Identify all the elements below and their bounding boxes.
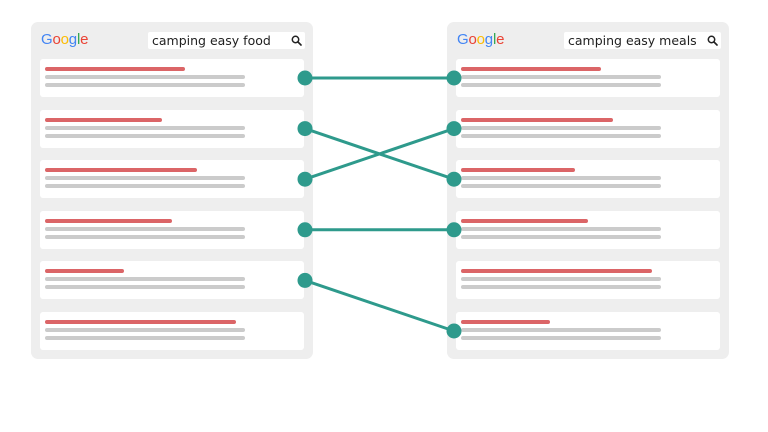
result-snippet-bar: [461, 234, 661, 239]
search-query: camping easy food: [152, 33, 271, 48]
result-title-bar: [461, 218, 588, 223]
logo-letter: G: [457, 31, 469, 48]
logo-letter: o: [468, 31, 477, 48]
result-snippet-bar: [45, 184, 245, 189]
result-card[interactable]: [40, 160, 304, 199]
result-snippet-bar: [461, 328, 661, 332]
result-snippet-bar: [461, 277, 661, 282]
result-card[interactable]: [40, 59, 304, 97]
result-snippet-bar: [45, 277, 245, 282]
logo-letter: o: [52, 31, 61, 48]
logo-letter: l: [76, 31, 81, 48]
result-snippet-bar: [461, 125, 661, 130]
result-snippet-bar: [45, 176, 245, 181]
result-card[interactable]: [40, 312, 304, 350]
result-snippet-bar: [461, 133, 661, 138]
result-title-bar: [461, 320, 550, 324]
logo-letter: g: [68, 31, 77, 48]
result-card[interactable]: [40, 109, 304, 148]
search-icon[interactable]: [291, 35, 302, 46]
google-logo: Google: [41, 31, 88, 48]
result-card[interactable]: [456, 312, 720, 350]
result-title-bar: [461, 117, 613, 122]
result-title-bar: [45, 168, 197, 173]
result-snippet-bar: [461, 83, 661, 87]
search-input[interactable]: camping easy meals: [564, 32, 721, 49]
result-card[interactable]: [40, 261, 304, 300]
right-search-panel: Google camping easy meals: [447, 22, 729, 359]
result-snippet-bar: [461, 75, 661, 79]
result-snippet-bar: [45, 226, 245, 231]
result-title-bar: [461, 168, 575, 173]
result-title-bar: [45, 117, 162, 122]
logo-letter: G: [41, 31, 53, 48]
result-snippet-bar: [45, 133, 245, 138]
result-card[interactable]: [456, 210, 720, 249]
result-title-bar: [45, 320, 236, 324]
result-snippet-bar: [461, 226, 661, 231]
logo-letter: o: [476, 31, 485, 48]
result-snippet-bar: [45, 75, 245, 79]
result-card[interactable]: [40, 210, 304, 249]
result-snippet-bar: [461, 184, 661, 189]
logo-letter: e: [80, 31, 89, 48]
logo-letter: l: [492, 31, 497, 48]
link-line: [304, 127, 455, 181]
result-title-bar: [461, 269, 652, 274]
logo-letter: e: [496, 31, 505, 48]
result-snippet-bar: [461, 336, 661, 340]
result-title-bar: [45, 218, 172, 223]
result-title-bar: [461, 67, 601, 71]
result-snippet-bar: [45, 285, 245, 290]
result-snippet-bar: [45, 125, 245, 130]
result-card[interactable]: [456, 261, 720, 300]
result-title-bar: [45, 269, 124, 274]
result-snippet-bar: [45, 83, 245, 87]
logo-letter: o: [60, 31, 69, 48]
google-logo: Google: [457, 31, 504, 48]
link-line: [304, 278, 455, 333]
result-snippet-bar: [45, 234, 245, 239]
left-search-panel: Google camping easy food: [31, 22, 313, 359]
logo-letter: g: [484, 31, 493, 48]
result-card[interactable]: [456, 160, 720, 199]
search-input[interactable]: camping easy food: [148, 32, 305, 49]
search-query: camping easy meals: [568, 33, 697, 48]
result-snippet-bar: [45, 336, 245, 340]
result-card[interactable]: [456, 109, 720, 148]
result-snippet-bar: [461, 176, 661, 181]
link-line: [304, 127, 455, 181]
result-snippet-bar: [461, 285, 661, 290]
result-title-bar: [45, 67, 185, 71]
result-snippet-bar: [45, 328, 245, 332]
search-icon[interactable]: [707, 35, 718, 46]
result-card[interactable]: [456, 59, 720, 97]
